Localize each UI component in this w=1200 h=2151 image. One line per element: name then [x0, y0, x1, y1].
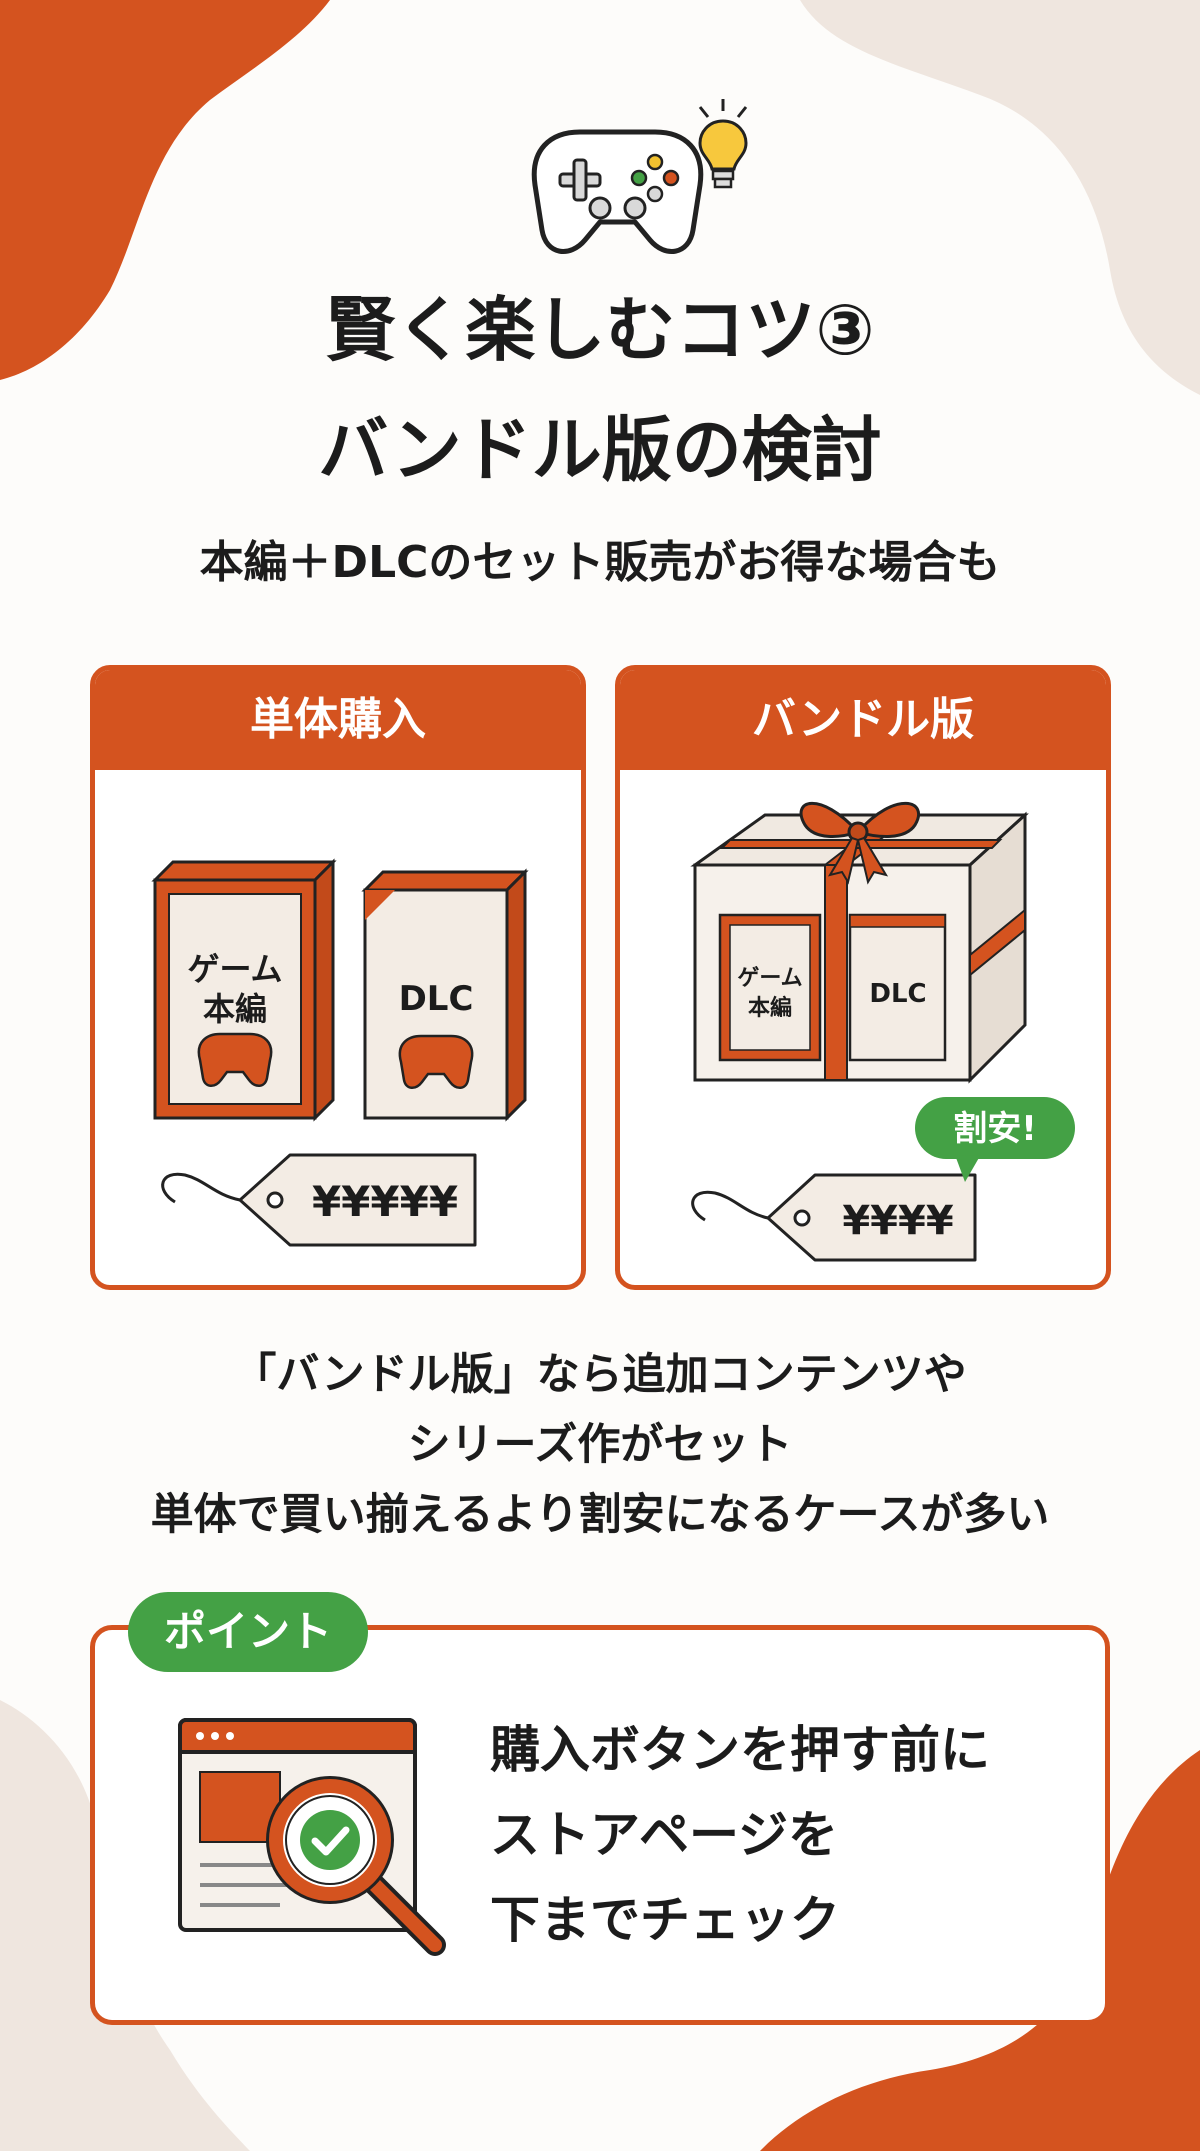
description-line3: 単体で買い揃えるより割安になるケースが多い	[150, 1490, 1050, 1540]
dlc-box-icon: DLC	[361, 868, 529, 1122]
game-box-label-line1: ゲーム	[187, 950, 282, 988]
lightbulb-icon	[698, 99, 748, 189]
game-box-label-line2: 本編	[203, 990, 267, 1028]
price-tag-icon: ¥¥¥¥¥	[161, 1153, 477, 1247]
speech-bubble-icon: 割安!	[915, 1097, 1075, 1182]
single-purchase-panel: 単体購入 ゲーム 本編 DLC ¥¥¥¥¥	[90, 665, 586, 1290]
page-title-line1: 賢く楽しむコツ③	[325, 289, 875, 371]
description-line1: 「バンドル版」なら追加コンテンツや	[233, 1350, 967, 1400]
price-tag-icon: ¥¥¥¥	[691, 1173, 977, 1262]
magnifier-check-icon	[266, 1776, 446, 1956]
bundle-illustration: ゲーム 本編 DLC ¥¥¥¥ 割安!	[690, 801, 1075, 1262]
browser-window-icon	[178, 1718, 446, 1956]
single-purchase-header: 単体購入	[95, 670, 581, 770]
bundle-dlc-box-label: DLC	[869, 979, 926, 1009]
single-price: ¥¥¥¥¥	[312, 1177, 458, 1226]
point-text-line2: ストアページを	[490, 1806, 838, 1864]
single-purchase-illustration: ゲーム 本編 DLC ¥¥¥¥¥	[151, 858, 529, 1247]
page-subtitle: 本編＋DLCのセット販売がお得な場合も	[199, 537, 1001, 588]
bundle-game-box-label-line2: 本編	[748, 995, 792, 1021]
gamepad-icon	[531, 129, 704, 254]
dlc-box-label: DLC	[399, 979, 474, 1019]
game-box-icon: ゲーム 本編	[151, 858, 337, 1122]
bundle-game-box-label-line1: ゲーム	[737, 966, 802, 991]
bundle-price: ¥¥¥¥	[842, 1198, 953, 1244]
bundle-header: バンドル版	[620, 670, 1106, 770]
description-line2: シリーズ作がセット	[407, 1420, 793, 1470]
point-text-line3: 下までチェック	[490, 1891, 840, 1949]
point-badge: ポイント	[128, 1592, 368, 1672]
bundle-panel: バンドル版 ゲーム 本編 DLC	[615, 665, 1111, 1290]
bundle-discount-badge: 割安!	[953, 1109, 1037, 1149]
page-title-line2: バンドル版の検討	[318, 409, 882, 491]
gift-box-icon: ゲーム 本編 DLC	[690, 801, 1029, 1084]
point-text-line1: 購入ボタンを押す前に	[490, 1721, 990, 1779]
